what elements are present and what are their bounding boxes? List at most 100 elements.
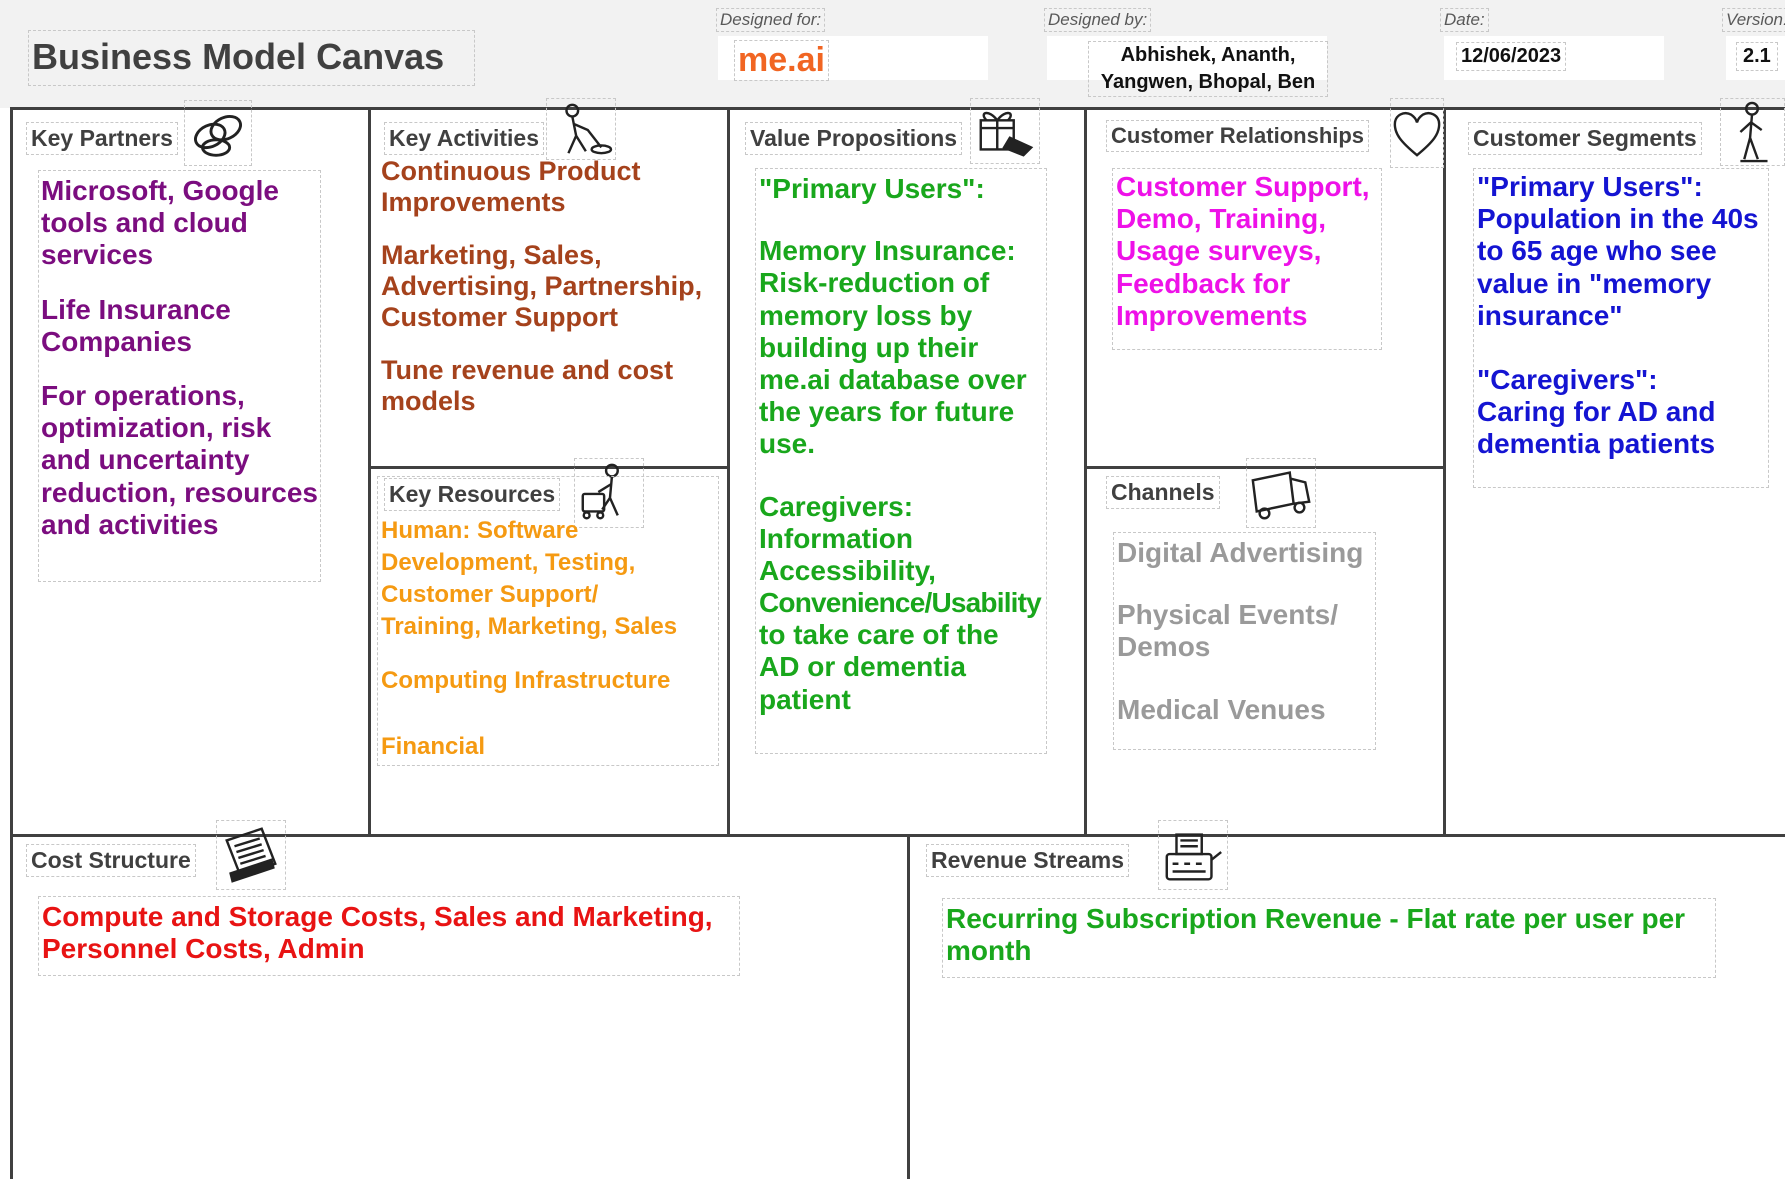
customer-segments-label: Customer Segments [1468,122,1702,155]
grid-line-v4 [1443,107,1446,836]
key-partners-line: services [41,239,154,271]
version-label: Version: [1722,8,1785,32]
heart-icon [1390,98,1444,168]
grid-line-left [10,107,13,1179]
value-propositions-line: to take care of the [759,619,999,651]
truck-icon [1246,458,1316,528]
channels-line: Demos [1117,631,1211,663]
customer-segments-line: Caring for AD and [1477,396,1716,428]
key-activities-line: Customer Support [381,302,619,333]
version-field[interactable] [1726,36,1785,80]
value-propositions-line: "Primary Users": [759,173,985,204]
page-title: Business Model Canvas [28,30,475,86]
designed-for-field[interactable] [718,36,988,80]
value-propositions-label: Value Propositions [745,122,963,155]
grid-line-activities-resources [369,466,729,469]
customer-segments-line: insurance" [1477,299,1623,331]
customer-relationships-label: Customer Relationships [1106,120,1370,152]
key-partners-line: reduction, resources [41,476,318,508]
value-propositions-line: patient [759,683,851,715]
channels-line: Digital Advertising [1117,537,1364,568]
customer-relationships-line: Demo, Training, [1116,203,1327,235]
grid-line-v1 [368,107,371,836]
key-partners-line: Microsoft, Google [41,175,279,206]
key-partners-content: Microsoft, Google tools and cloud servic… [38,170,321,582]
key-resources-line: Training, Marketing, Sales [381,612,678,640]
key-resources-line: Human: Software [381,517,579,544]
value-propositions-line: AD or dementia [759,651,966,683]
grid-line-middle [10,834,1785,837]
value-propositions-line: Risk-reduction of [759,267,990,299]
grid-line-cost-revenue [907,835,910,1179]
key-activities-line: Continuous Product [381,156,641,186]
key-resources-line: Computing Infrastructure [381,666,671,694]
customer-segments-line: "Primary Users": [1477,171,1703,202]
designed-for-label: Designed for: [716,8,826,32]
channels-content: Digital Advertising Physical Events/ Dem… [1113,532,1376,750]
customer-relationships-line: Usage surveys, [1116,235,1322,267]
key-resources-content: Human: Software Development, Testing, Cu… [377,476,719,766]
value-propositions-line: memory loss by [759,299,973,331]
customer-segments-line: to 65 age who see [1477,235,1717,267]
designed-by-line-1: Abhishek, Ananth, [1120,44,1296,66]
customer-relationships-line: Customer Support, [1116,171,1370,202]
value-propositions-line: the years for future [759,396,1015,428]
key-resources-line: Development, Testing, [381,548,636,576]
cost-structure-label: Cost Structure [26,844,196,877]
value-propositions-line: use. [759,428,816,460]
customer-relationships-line: Feedback for [1116,267,1291,299]
cash-register-icon [1158,820,1228,890]
channels-line: Physical Events/ [1117,599,1339,631]
revenue-streams-line: month [946,935,1032,967]
customer-segments-line: Population in the 40s [1477,203,1759,235]
revenue-streams-line: Recurring Subscription Revenue - Flat ra… [946,903,1686,934]
designed-for-value: me.ai [734,40,829,81]
customer-segments-content: "Primary Users": Population in the 40s t… [1473,168,1769,488]
cost-structure-content: Compute and Storage Costs, Sales and Mar… [38,896,740,976]
key-resources-label: Key Resources [384,478,561,511]
key-resources-line: Customer Support/ [381,580,599,608]
key-partners-line: Life Insurance [41,293,231,325]
designed-by-line-2: Yangwen, Bhopal, Ben [1100,71,1316,93]
key-partners-line: and activities [41,508,219,540]
key-activities-content: Continuous Product Improvements Marketin… [381,156,727,417]
key-resources-line: Financial [381,732,486,760]
cost-structure-line: Compute and Storage Costs, Sales and Mar… [42,901,713,932]
date-field[interactable] [1444,36,1664,80]
customer-segments-line: "Caregivers": [1477,363,1658,395]
key-activities-line: models [381,386,476,417]
grid-line-relationships-channels [1086,466,1445,469]
gift-icon [970,98,1040,164]
customer-segments-line: value in "memory [1477,267,1712,299]
value-propositions-line: me.ai database over [759,363,1027,395]
designed-by-field[interactable] [1047,36,1327,80]
key-activities-line: Improvements [381,187,566,218]
revenue-streams-content: Recurring Subscription Revenue - Flat ra… [942,898,1716,978]
customer-segments-line: dementia patients [1477,428,1716,460]
value-propositions-line: Convenience/Usability [759,587,1042,619]
value-propositions-line: Caregivers: [759,490,914,522]
value-propositions-line: building up their [759,331,979,363]
value-propositions-line: Accessibility, [759,554,936,586]
version-value: 2.1 [1736,42,1778,71]
price-tag-icon [216,820,286,890]
grid-line-top [10,107,1785,110]
customer-relationships-content: Customer Support, Demo, Training, Usage … [1112,168,1382,350]
channels-label: Channels [1106,476,1220,509]
date-label: Date: [1440,8,1489,32]
channels-line: Medical Venues [1117,693,1326,725]
key-partners-line: tools and cloud [41,207,248,239]
key-activities-label: Key Activities [384,122,544,155]
worker-with-cart-icon [574,458,644,528]
designed-by-value: Abhishek, Ananth, Yangwen, Bhopal, Ben [1088,41,1328,97]
value-propositions-line: Information [759,522,913,554]
key-partners-line: Companies [41,325,192,357]
grid-line-v2 [727,107,730,836]
key-activities-line: Advertising, Partnership, [381,271,703,302]
grid-line-v3 [1084,107,1087,836]
customer-relationships-line: Improvements [1116,299,1308,331]
person-icon [1720,98,1785,166]
chain-link-icon [184,100,252,166]
designed-by-label: Designed by: [1044,8,1152,32]
value-propositions-line: Memory Insurance: [759,235,1016,267]
